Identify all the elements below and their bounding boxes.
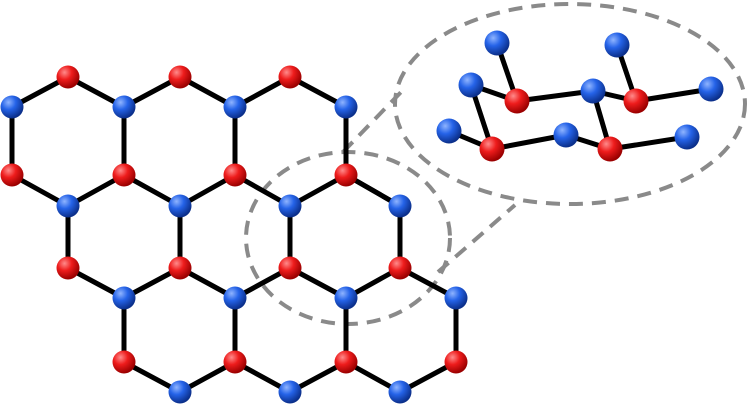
atom-red xyxy=(56,256,80,280)
zoom-atom-blue xyxy=(604,32,630,58)
atom-blue xyxy=(168,194,192,218)
zoom-atom-blue xyxy=(553,122,579,148)
atom-blue xyxy=(334,286,358,310)
atom-blue xyxy=(334,95,358,119)
atom-red xyxy=(278,65,302,89)
zoom-bond xyxy=(514,88,596,104)
zoom-atom-blue xyxy=(484,30,510,56)
zoom-atom-red xyxy=(504,88,530,114)
atom-blue xyxy=(388,380,412,404)
atom-red xyxy=(444,350,468,374)
atom-blue xyxy=(112,286,136,310)
atom-red xyxy=(334,350,358,374)
atom-red xyxy=(388,256,412,280)
atom-blue xyxy=(223,286,247,310)
zoom-atom-blue xyxy=(436,118,462,144)
zoom-atom-red xyxy=(623,88,649,114)
zoom-atom-red xyxy=(597,136,623,162)
atom-blue xyxy=(168,380,192,404)
atom-red xyxy=(223,163,247,187)
atom-blue xyxy=(444,286,468,310)
zoom-atom-blue xyxy=(580,78,606,104)
atom-red xyxy=(56,65,80,89)
atom-red xyxy=(0,163,24,187)
zoom-bonds xyxy=(446,40,714,152)
atom-blue xyxy=(278,194,302,218)
atom-red xyxy=(223,350,247,374)
atom-blue xyxy=(223,95,247,119)
lattice-bonds xyxy=(9,74,459,395)
zoom-atoms xyxy=(436,30,724,162)
zoom-bond xyxy=(607,134,690,152)
zoom-bond xyxy=(489,132,569,152)
atom-red xyxy=(112,163,136,187)
atom-blue xyxy=(278,380,302,404)
atom-blue xyxy=(56,194,80,218)
zoom-atom-blue xyxy=(674,124,700,150)
zoom-bond xyxy=(633,86,714,104)
zoom-connector-upper xyxy=(341,86,407,154)
atom-red xyxy=(334,163,358,187)
zoom-atom-blue xyxy=(698,76,724,102)
zoom-connector-lower xyxy=(436,203,517,274)
lattice-atoms xyxy=(0,65,468,404)
zoom-atom-blue xyxy=(458,72,484,98)
atom-red xyxy=(278,256,302,280)
atom-red xyxy=(168,65,192,89)
atom-blue xyxy=(0,95,24,119)
atom-red xyxy=(112,350,136,374)
zoom-atom-red xyxy=(479,136,505,162)
atom-blue xyxy=(112,95,136,119)
atom-blue xyxy=(388,194,412,218)
atom-red xyxy=(168,256,192,280)
zoom-detail-ellipse xyxy=(393,2,747,206)
